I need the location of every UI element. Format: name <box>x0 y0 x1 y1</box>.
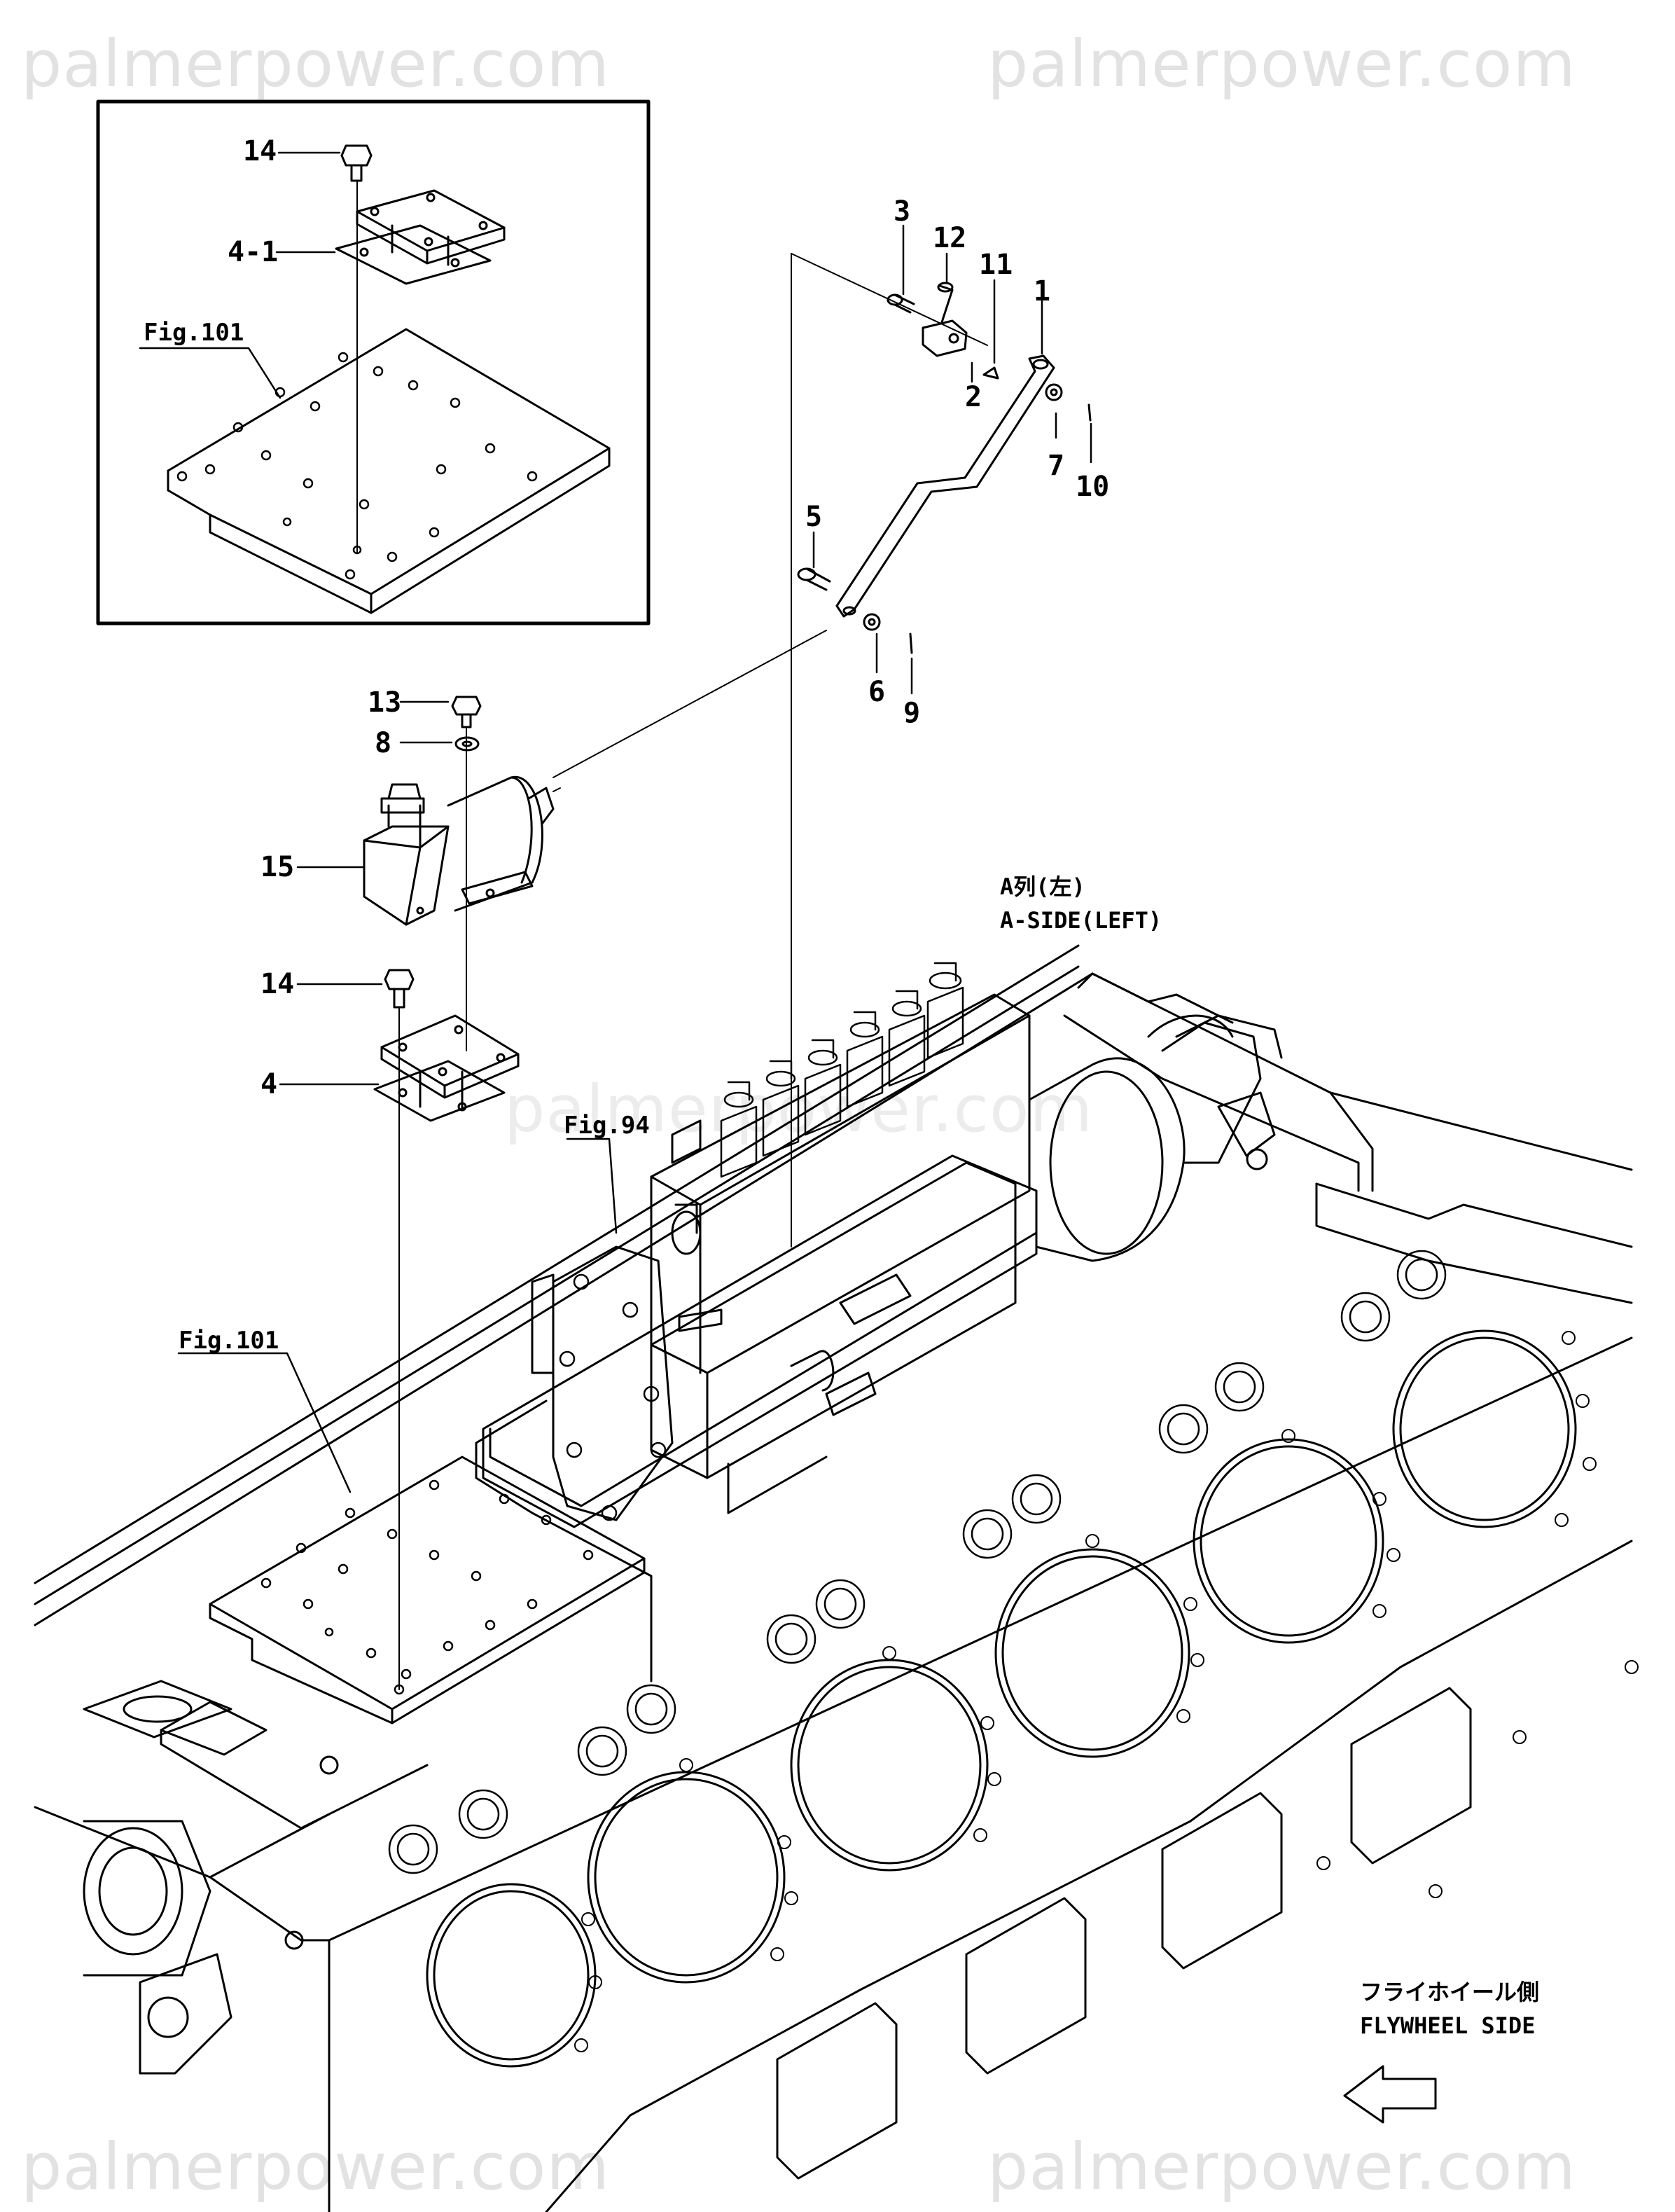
lever-link-1 <box>835 354 1055 618</box>
flywheel-side-label-en: FLYWHEEL SIDE <box>1360 2012 1536 2039</box>
watermark-bottom-left: palmerpower.com <box>21 2129 611 2204</box>
inset-bolt-14 <box>340 144 373 182</box>
callout-1: 1 <box>1034 275 1051 307</box>
callout-12: 12 <box>933 222 967 254</box>
callout-14-inset: 14 <box>243 135 277 167</box>
callout-10: 10 <box>1076 471 1110 503</box>
washer-6 <box>863 613 881 631</box>
callout-3: 3 <box>894 195 911 228</box>
clevis-2 <box>922 319 968 357</box>
engine-block <box>34 944 1633 2212</box>
pin-5 <box>797 567 831 591</box>
flywheel-direction-arrow <box>1343 2065 1437 2124</box>
fig-ref-inset-plate: Fig.101 <box>144 319 244 347</box>
crankcase-windows <box>776 1687 1472 2180</box>
a-side-label-jp: A列(左) <box>1000 873 1085 900</box>
callout-8: 8 <box>375 727 392 759</box>
callout-13: 13 <box>368 686 402 719</box>
fig-ref-pump: Fig.94 <box>564 1112 650 1140</box>
pin-9 <box>909 633 913 654</box>
rear-actuator <box>1028 1014 1283 1262</box>
screw-12 <box>937 282 954 324</box>
a-side-label-en: A-SIDE(LEFT) <box>1000 907 1162 934</box>
watermark-bottom-right: palmerpower.com <box>987 2129 1577 2204</box>
stud-holes <box>574 1331 1639 2052</box>
bolt-13 <box>451 696 482 728</box>
inset-bracket-4-1 <box>335 189 506 285</box>
watermark-top-left: palmerpower.com <box>21 27 611 102</box>
pin-3 <box>887 293 915 314</box>
callout-9: 9 <box>903 697 921 729</box>
callout-6: 6 <box>868 676 886 708</box>
callout-7: 7 <box>1048 450 1065 482</box>
stop-solenoid-15 <box>363 775 555 926</box>
watermark-top-right: palmerpower.com <box>987 27 1577 102</box>
main-plate-fig101 <box>160 1456 646 1830</box>
callout-2: 2 <box>965 381 982 413</box>
inset-plate <box>167 328 611 614</box>
bracket-4 <box>373 1014 520 1122</box>
end-cover <box>83 1680 339 2075</box>
inset-detail-frame <box>96 99 651 625</box>
fuel-injection-pump <box>475 962 1038 1682</box>
small-bores <box>388 1250 1447 1874</box>
callout-15: 15 <box>260 851 295 883</box>
split-pin-11 <box>982 366 999 380</box>
flywheel-side-label-jp: フライホイール側 <box>1360 1979 1540 2005</box>
callout-5: 5 <box>805 501 823 533</box>
fig-ref-main-plate: Fig.101 <box>179 1327 279 1355</box>
callout-14-main: 14 <box>260 968 295 1000</box>
callout-4-1: 4-1 <box>228 236 279 268</box>
bolt-14-main <box>384 969 415 1009</box>
cylinder-bores <box>426 1329 1577 2068</box>
callout-4: 4 <box>260 1068 278 1100</box>
callout-11: 11 <box>979 249 1013 281</box>
pin-10 <box>1087 403 1092 422</box>
washer-7 <box>1045 383 1063 401</box>
